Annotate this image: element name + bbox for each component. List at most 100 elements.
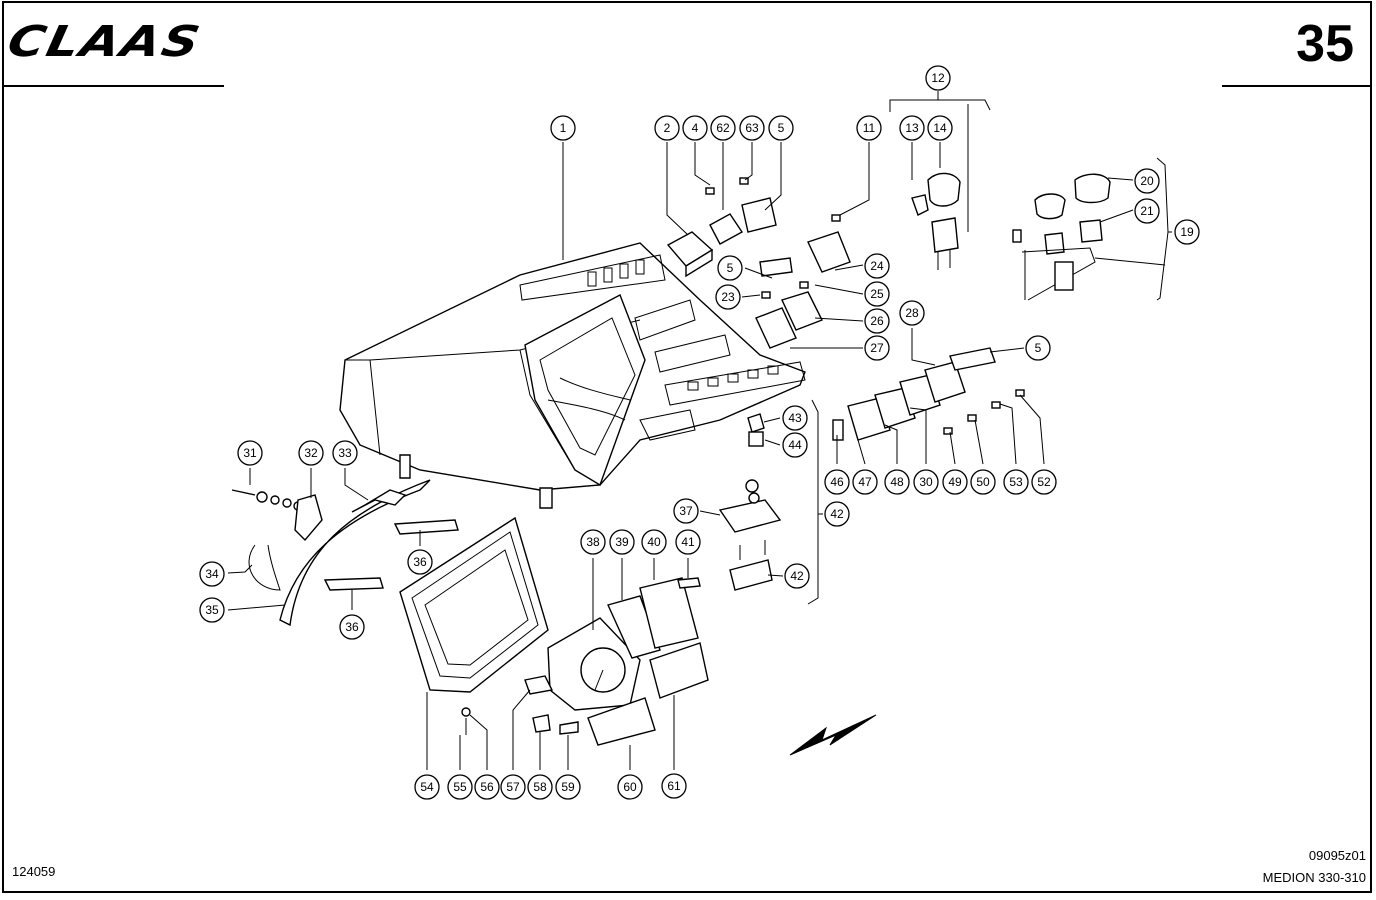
- svg-text:5: 5: [778, 121, 785, 135]
- svg-text:28: 28: [905, 306, 919, 320]
- callout-30: 30: [913, 469, 939, 495]
- svg-text:53: 53: [1009, 475, 1023, 489]
- header-rule-left: [2, 85, 224, 87]
- svg-text:4: 4: [692, 121, 699, 135]
- callout-62: 62: [710, 115, 736, 141]
- svg-text:50: 50: [976, 475, 990, 489]
- callout-63: 63: [739, 115, 765, 141]
- dashboard-housing: [339, 242, 806, 509]
- callout-13: 13: [899, 115, 925, 141]
- svg-text:31: 31: [243, 446, 257, 460]
- callout-33: 33: [332, 440, 358, 466]
- callout-42-lower: 42: [784, 563, 810, 589]
- bracket-37-41-42: [677, 479, 782, 591]
- svg-text:41: 41: [681, 535, 695, 549]
- svg-text:57: 57: [506, 780, 520, 794]
- svg-text:36: 36: [413, 555, 427, 569]
- header-rule-right: [1222, 85, 1372, 87]
- svg-text:56: 56: [480, 780, 494, 794]
- svg-text:34: 34: [205, 567, 219, 581]
- cable-and-fasteners-31-36: [231, 479, 459, 627]
- callout-11: 11: [856, 115, 882, 141]
- callout-38: 38: [580, 529, 606, 555]
- callout-36-upper: 36: [407, 549, 433, 575]
- callout-37: 37: [673, 498, 699, 524]
- callout-49: 49: [942, 469, 968, 495]
- top-switch-group: [666, 177, 841, 278]
- callout-28: 28: [899, 300, 925, 326]
- callout-53: 53: [1003, 469, 1029, 495]
- callout-2: 2: [654, 115, 680, 141]
- callout-46: 46: [824, 469, 850, 495]
- callout-23: 23: [715, 284, 741, 310]
- svg-text:11: 11: [863, 121, 876, 135]
- svg-text:39: 39: [615, 535, 629, 549]
- svg-text:63: 63: [745, 121, 759, 135]
- svg-text:60: 60: [623, 780, 637, 794]
- svg-text:49: 49: [948, 475, 962, 489]
- svg-text:12: 12: [931, 71, 945, 85]
- callout-14: 14: [927, 115, 953, 141]
- callout-57: 57: [500, 774, 526, 800]
- monitor-frame-54: [399, 516, 549, 735]
- svg-text:35: 35: [205, 603, 219, 617]
- svg-text:59: 59: [561, 780, 575, 794]
- callout-56: 56: [474, 774, 500, 800]
- callout-5-mid: 5: [717, 255, 743, 281]
- callout-54: 54: [414, 774, 440, 800]
- diagram-code: 09095z01: [1308, 848, 1366, 863]
- svg-text:13: 13: [905, 121, 919, 135]
- svg-text:30: 30: [919, 475, 933, 489]
- callout-58: 58: [527, 774, 553, 800]
- svg-text:44: 44: [788, 438, 802, 452]
- drawing-number: 124059: [12, 864, 56, 879]
- svg-text:14: 14: [933, 121, 947, 135]
- svg-text:25: 25: [870, 287, 884, 301]
- svg-text:32: 32: [304, 446, 318, 460]
- control-unit-19-20-21: [1012, 173, 1111, 301]
- callout-50: 50: [970, 469, 996, 495]
- callout-36-lower: 36: [339, 614, 365, 640]
- callout-40: 40: [641, 529, 667, 555]
- svg-text:52: 52: [1037, 475, 1051, 489]
- svg-text:20: 20: [1140, 174, 1154, 188]
- callout-1: 1: [550, 115, 576, 141]
- callout-31: 31: [237, 440, 263, 466]
- svg-text:2: 2: [664, 121, 671, 135]
- svg-text:48: 48: [890, 475, 904, 489]
- callout-44: 44: [782, 432, 808, 458]
- callout-60: 60: [617, 774, 643, 800]
- page-number: 35: [1296, 15, 1354, 73]
- svg-text:5: 5: [727, 261, 734, 275]
- svg-text:27: 27: [870, 341, 884, 355]
- callout-59: 59: [555, 774, 581, 800]
- svg-text:62: 62: [716, 121, 730, 135]
- svg-text:43: 43: [788, 411, 802, 425]
- svg-text:42: 42: [790, 569, 804, 583]
- svg-text:37: 37: [679, 504, 693, 518]
- svg-text:58: 58: [533, 780, 547, 794]
- leader-lines: [227, 91, 1172, 770]
- callout-39: 39: [609, 529, 635, 555]
- svg-text:42: 42: [830, 507, 844, 521]
- svg-text:21: 21: [1140, 204, 1154, 218]
- svg-text:47: 47: [858, 475, 872, 489]
- model-name: MEDION 330-310: [1262, 870, 1366, 885]
- svg-text:5: 5: [1035, 341, 1042, 355]
- svg-text:54: 54: [420, 780, 434, 794]
- callout-43: 43: [782, 405, 808, 431]
- callout-47: 47: [852, 469, 878, 495]
- callout-41: 41: [675, 529, 701, 555]
- direction-arrow: [789, 714, 877, 756]
- svg-text:46: 46: [830, 475, 844, 489]
- svg-text:40: 40: [647, 535, 661, 549]
- callout-25: 25: [864, 281, 890, 307]
- callout-55: 55: [447, 774, 473, 800]
- callout-21: 21: [1134, 198, 1160, 224]
- callout-48: 48: [884, 469, 910, 495]
- callout-61: 61: [661, 773, 687, 799]
- rotary-switch-13-14: [911, 172, 961, 270]
- svg-text:26: 26: [870, 314, 884, 328]
